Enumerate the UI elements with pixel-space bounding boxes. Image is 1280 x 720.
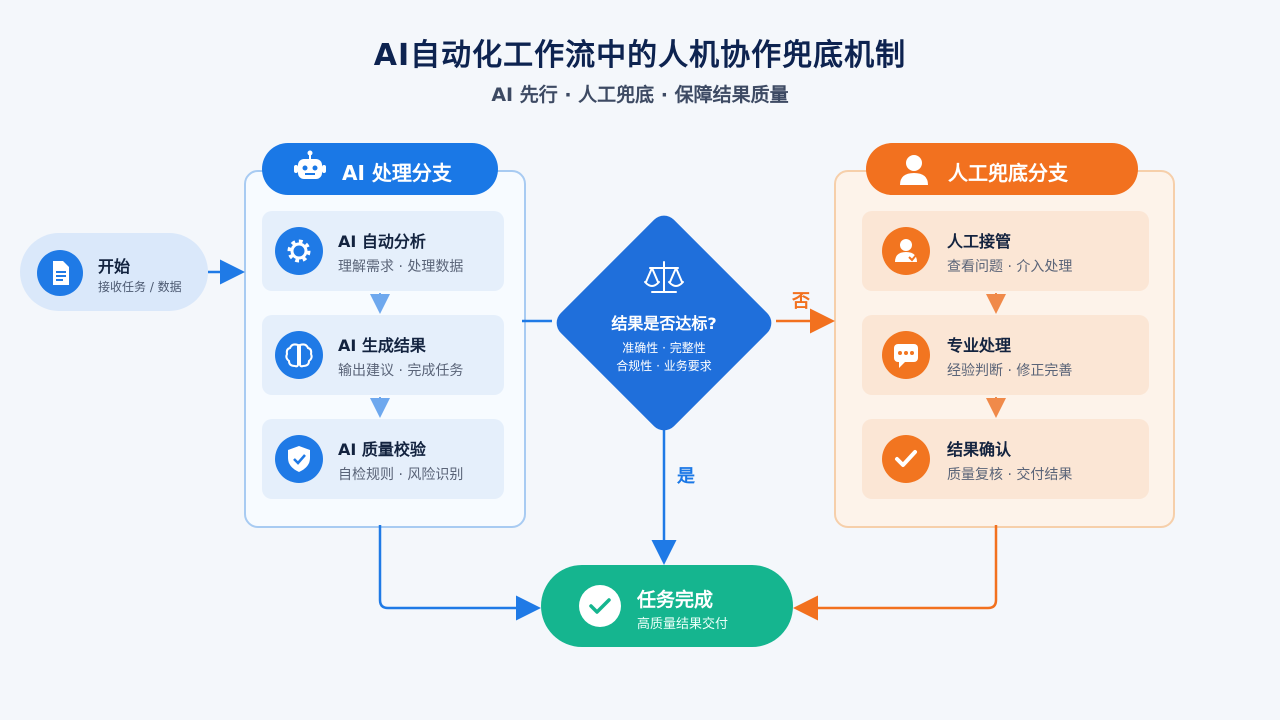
step-title: 结果确认 [947, 440, 1012, 459]
ai-step-analyze[interactable]: AI 自动分析 理解需求 · 处理数据 [262, 211, 504, 291]
scale-icon [644, 261, 684, 293]
step-subtitle: 经验判断 · 修正完善 [947, 363, 1073, 379]
human-step-takeover[interactable]: 人工接管 查看问题 · 介入处理 [862, 211, 1149, 291]
chat-icon [882, 331, 930, 379]
start-title: 开始 [98, 257, 131, 276]
user-takeover-icon [882, 227, 930, 275]
page-subtitle: AI 先行 · 人工兜底 · 保障结果质量 [491, 84, 789, 106]
human-to-done-arrow [793, 525, 998, 621]
yes-label: 是 [677, 466, 695, 487]
ai-branch-header: AI 处理分支 [262, 143, 498, 195]
done-subtitle: 高质量结果交付 [637, 617, 729, 632]
task-complete-node[interactable]: 任务完成 高质量结果交付 [541, 565, 793, 647]
brain-icon [275, 331, 323, 379]
decision-diamond [556, 215, 772, 431]
step-subtitle: 自检规则 · 风险识别 [338, 467, 464, 483]
document-icon [37, 250, 83, 296]
step-subtitle: 查看问题 · 介入处理 [947, 259, 1073, 275]
robot-icon [290, 149, 330, 189]
start-node[interactable]: 开始 接收任务 / 数据 [20, 233, 208, 311]
decision-title: 结果是否达标? [611, 314, 717, 333]
check-icon [882, 435, 930, 483]
human-step-confirm[interactable]: 结果确认 质量复核 · 交付结果 [862, 419, 1149, 499]
person-icon [894, 149, 934, 189]
human-branch-title: 人工兜底分支 [948, 161, 1068, 185]
ai-step-generate[interactable]: AI 生成结果 输出建议 · 完成任务 [262, 315, 504, 395]
shield-check-icon [275, 435, 323, 483]
ai-branch-title: AI 处理分支 [342, 161, 452, 185]
step-subtitle: 理解需求 · 处理数据 [338, 259, 464, 275]
start-subtitle: 接收任务 / 数据 [98, 280, 182, 294]
no-label: 否 [792, 291, 810, 312]
ai-to-done-arrow [378, 525, 541, 621]
step-title: AI 生成结果 [338, 336, 426, 355]
decision-criteria-1: 准确性 · 完整性 [622, 341, 706, 355]
human-step-process[interactable]: 专业处理 经验判断 · 修正完善 [862, 315, 1149, 395]
decision-criteria-2: 合规性 · 业务要求 [616, 359, 712, 373]
page-title: AI自动化工作流中的人机协作兜底机制 [373, 38, 907, 73]
step-subtitle: 输出建议 · 完成任务 [338, 363, 464, 379]
step-title: 专业处理 [947, 336, 1012, 355]
ai-step-verify[interactable]: AI 质量校验 自检规则 · 风险识别 [262, 419, 504, 499]
done-title: 任务完成 [637, 589, 714, 611]
check-circle-icon [579, 585, 621, 627]
human-branch-header: 人工兜底分支 [866, 143, 1138, 195]
step-title: AI 自动分析 [338, 232, 426, 251]
step-subtitle: 质量复核 · 交付结果 [947, 467, 1073, 483]
step-title: 人工接管 [947, 232, 1012, 251]
gear-icon [275, 227, 323, 275]
step-title: AI 质量校验 [338, 440, 426, 459]
